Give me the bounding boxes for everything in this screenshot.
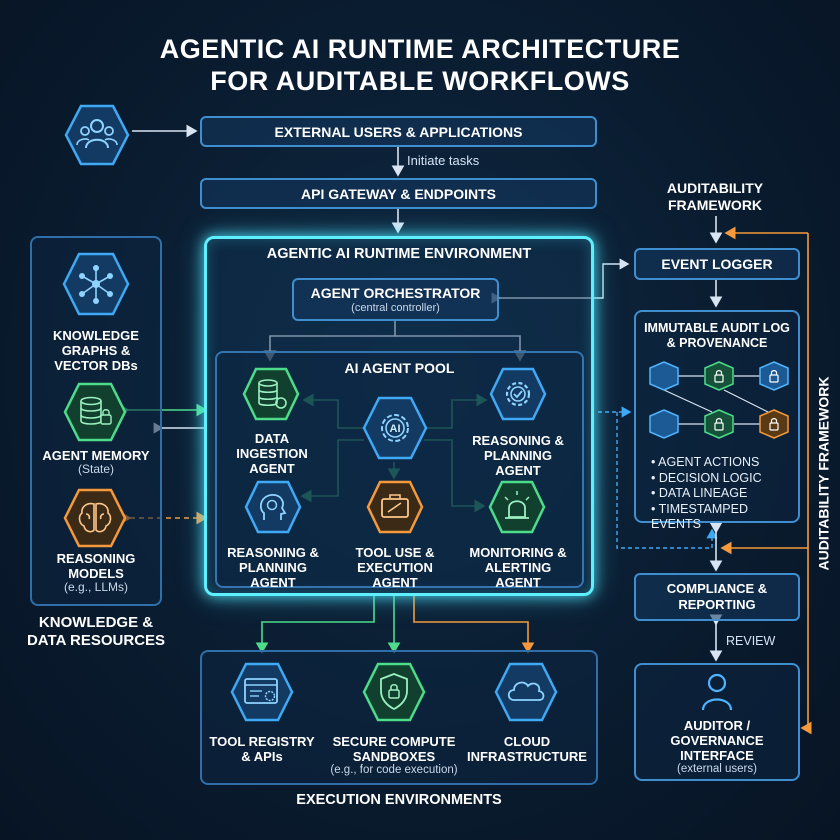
audit-item-timestamped-events: • TIMESTAMPED EVENTS	[651, 501, 748, 532]
tool-registry-api-icon	[230, 662, 294, 722]
users-icon	[64, 104, 130, 166]
review-label: REVIEW	[726, 634, 776, 648]
agent-memory-label: AGENT MEMORY(State)	[42, 448, 150, 476]
reasoning-gear-check-icon	[489, 367, 547, 421]
audit-log-items: • AGENT ACTIONS • DECISION LOGIC • DATA …	[651, 455, 801, 533]
api-gateway-box: API GATEWAY & ENDPOINTS	[200, 178, 597, 209]
audit-item-decision-logic: • DECISION LOGIC	[651, 470, 762, 485]
external-users-label: EXTERNAL USERS & APPLICATIONS	[274, 123, 523, 140]
orchestrator-name: AGENT ORCHESTRATOR	[310, 284, 481, 301]
agent-pool-title: AI AGENT POOL	[344, 360, 455, 376]
blockchain-blocks-icon	[649, 361, 789, 439]
execution-environments-title: EXECUTION ENVIRONMENTS	[296, 792, 502, 808]
agent-orchestrator-box: AGENT ORCHESTRATOR (central controller)	[292, 278, 499, 321]
cloud-icon	[494, 662, 558, 722]
reasoning-models-brain-icon	[63, 488, 127, 548]
api-gateway-label: API GATEWAY & ENDPOINTS	[301, 185, 496, 202]
event-logger-box: EVENT LOGGER	[634, 248, 800, 280]
data-ingestion-database-icon	[242, 367, 300, 421]
auditability-framework-vertical-label: AUDITABILITY FRAMEWORK	[815, 376, 832, 571]
runtime-title: AGENTIC AI RUNTIME ENVIRONMENT	[266, 246, 532, 262]
audit-item-data-lineage: • DATA LINEAGE	[651, 486, 748, 500]
compliance-reporting-box: COMPLIANCE &REPORTING	[634, 573, 800, 621]
auditor-person-icon	[701, 673, 733, 711]
secure-sandbox-shield-icon	[362, 662, 426, 722]
tool-registry-label: TOOL REGISTRY& APIs	[209, 734, 315, 764]
agent-memory-icon	[63, 382, 127, 442]
knowledge-panel-title: KNOWLEDGE &DATA RESOURCES	[26, 614, 166, 649]
initiate-tasks-label: Initiate tasks	[407, 153, 480, 168]
external-users-box: EXTERNAL USERS & APPLICATIONS	[200, 116, 597, 147]
page-title-line-1: AGENTIC AI RUNTIME ARCHITECTURE	[159, 34, 681, 64]
event-logger-label: EVENT LOGGER	[661, 256, 773, 272]
reasoning-head-icon	[244, 480, 302, 534]
ai-core-icon: AI	[362, 396, 428, 460]
audit-item-agent-actions: • AGENT ACTIONS	[651, 455, 760, 469]
alarm-light-icon	[488, 480, 546, 534]
orchestrator-sub: (central controller)	[351, 301, 440, 314]
ai-core-text: AI	[390, 423, 401, 435]
toolbox-icon	[366, 480, 424, 534]
auditor-governance-panel	[634, 663, 800, 781]
knowledge-graph-icon	[62, 252, 130, 316]
page-title-line-2: FOR AUDITABLE WORKFLOWS	[210, 66, 630, 96]
immutable-audit-log-title: IMMUTABLE AUDIT LOG& PROVENANCE	[644, 321, 790, 350]
